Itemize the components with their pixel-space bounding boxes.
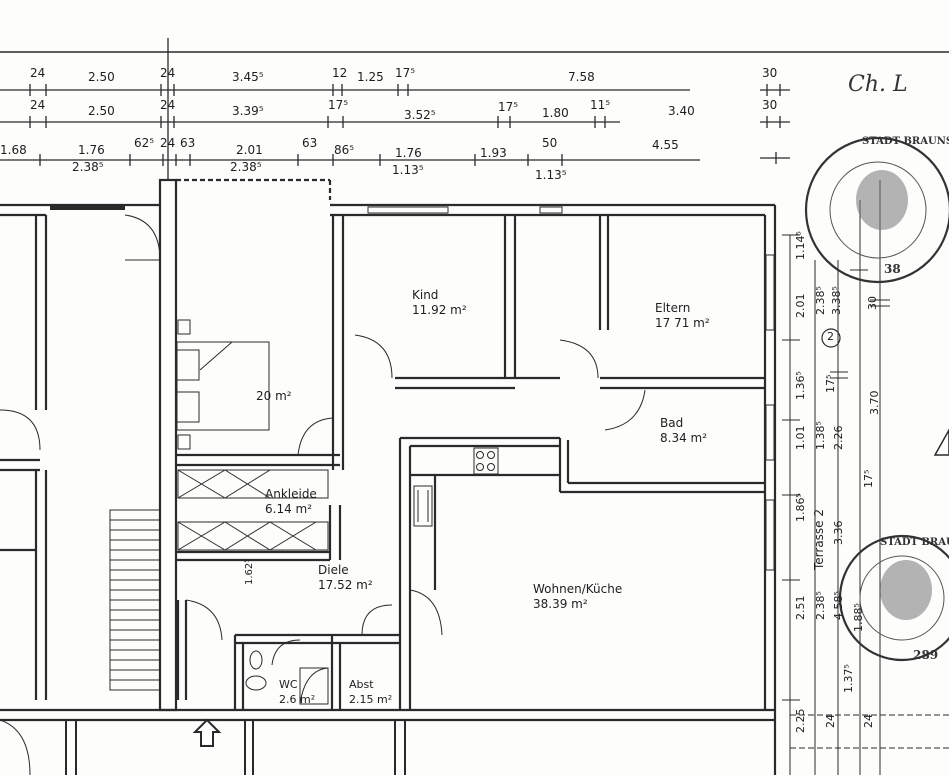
rdim-12: 3.36 (832, 520, 845, 546)
rdim-3: 3.38⁵ (830, 286, 843, 315)
terrasse-label: Terrasse 2 (812, 508, 826, 570)
dim-r3-6: 63 (302, 136, 318, 150)
room-bad-area: 8.34 m² (660, 431, 708, 445)
room-kind: Kind 11.92 m² (412, 288, 467, 318)
stamp-bottom-number: 289 (913, 648, 939, 662)
rdim-1: 2.01 (794, 293, 807, 319)
rdim-4: 30 (866, 296, 879, 310)
dim-r1-1: 2.50 (88, 70, 115, 84)
room-wohnen-area: 38.39 m² (533, 597, 588, 611)
room-eltern-area: 17 71 m² (655, 316, 710, 330)
dim-r3-8: 1.76 (395, 146, 422, 160)
room-bad-name: Bad (660, 416, 684, 430)
dim-r3-11: 4.55 (652, 138, 679, 152)
room-ankleide-area: 6.14 m² (265, 502, 313, 516)
dim-r2-10: 30 (762, 98, 778, 112)
dim-r3-sub-1: 2.38⁵ (230, 160, 262, 174)
room-diele-area: 17.52 m² (318, 578, 373, 592)
dim-r3-sub-0: 2.38⁵ (72, 160, 104, 174)
rdim-19: 2.25 (794, 708, 807, 734)
room-ankleide-name: Ankleide (265, 487, 317, 501)
stamp-top-text: STADT BRAUNSCHWEIG (862, 136, 949, 147)
dim-r2-0: 24 (30, 98, 46, 112)
dim-r2-8: 11⁵ (590, 98, 611, 112)
stamp-top (804, 136, 949, 284)
dim-r3-2: 62⁵ (134, 136, 155, 150)
room-wc: WC 2.6 m² (279, 677, 315, 707)
room-wc-name: WC (279, 678, 298, 691)
rdim-7: 3.70 (868, 390, 881, 416)
dim-r3-sub-2: 1.13⁵ (392, 163, 424, 177)
signature: Ch. L (848, 72, 908, 97)
stamp-top-number: 38 (884, 262, 901, 276)
room-ankleide: Ankleide 6.14 m² (265, 487, 317, 517)
diele-dim-label: 1.62⁵ (244, 558, 255, 585)
rdim-14: 2.51 (794, 595, 807, 621)
dim-r2-5: 3.52⁵ (404, 108, 436, 122)
rdim-10: 2.26 (832, 425, 845, 451)
room-diele: Diele 17.52 m² (318, 563, 373, 593)
room-wc-area: 2.6 m² (279, 693, 316, 706)
dim-r1-5: 1.25 (357, 70, 384, 84)
dim-r3-3: 24 (160, 136, 176, 150)
room-abst: Abst 2.15 m² (349, 677, 392, 707)
stamp-bottom (838, 534, 949, 662)
room-wohnen-name: Wohnen/Küche (533, 582, 623, 596)
room-kind-name: Kind (412, 288, 439, 302)
dim-r1-4: 12 (332, 66, 348, 80)
dim-r2-2: 24 (160, 98, 176, 112)
dim-r3-10: 50 (542, 136, 558, 150)
dim-r3-7: 86⁵ (334, 143, 355, 157)
room-eltern-name: Eltern (655, 301, 691, 315)
rdim-0: 1.14⁵ (794, 231, 807, 260)
rdim-6: 17⁵ (824, 374, 837, 393)
dim-r3-5: 2.01 (236, 143, 263, 157)
rdim-15: 2.38⁵ (814, 591, 827, 620)
dim-r3-9: 1.93 (480, 146, 507, 160)
rdim-8: 1.01 (794, 425, 807, 451)
stamp-bottom-text: STADT BRAUNSCHWEIG (880, 537, 949, 548)
dim-r3-4: 63 (180, 136, 196, 150)
rdim-16: 4.58⁵ (832, 591, 845, 620)
dim-r2-3: 3.39⁵ (232, 104, 264, 118)
room-bedroom: 20 m² (256, 389, 292, 404)
dim-r2-7: 1.80 (542, 106, 569, 120)
room-abst-name: Abst (349, 678, 374, 691)
rdim-17: 1.88⁵ (852, 603, 865, 632)
rdim-9: 1.38⁵ (814, 421, 827, 450)
dim-r1-7: 7.58 (568, 70, 595, 84)
dim-r1-2: 24 (160, 66, 176, 80)
dim-r2-1: 2.50 (88, 104, 115, 118)
rdim-11: 1.86⁵ (794, 493, 807, 522)
dim-r1-3: 3.45⁵ (232, 70, 264, 84)
dim-r2-4: 17⁵ (328, 98, 349, 112)
dim-r1-0: 24 (30, 66, 46, 80)
room-wohnen: Wohnen/Küche 38.39 m² (533, 582, 622, 612)
room-kind-area: 11.92 m² (412, 303, 467, 317)
rdim-18: 1.37⁵ (842, 664, 855, 693)
rdim-20: 24 (824, 714, 837, 728)
room-bedroom-area: 20 m² (256, 389, 292, 403)
dim-r2-6: 17⁵ (498, 100, 519, 114)
dim-r3-1: 1.76 (78, 143, 105, 157)
rdim-13: 17⁵ (862, 469, 875, 488)
rdim-21: 24 (862, 714, 875, 728)
rdim-5: 1.36⁵ (794, 371, 807, 400)
dim-r3-0: 1.68 (0, 143, 27, 157)
marker-circle-label: 2 (827, 330, 834, 343)
room-eltern: Eltern 17 71 m² (655, 301, 710, 331)
rdim-2: 2.38⁵ (814, 286, 827, 315)
dim-r2-9: 3.40 (668, 104, 695, 118)
dim-r1-6: 17⁵ (395, 66, 416, 80)
dim-r3-sub-3: 1.13⁵ (535, 168, 567, 182)
dim-r1-8: 30 (762, 66, 778, 80)
room-diele-name: Diele (318, 563, 349, 577)
room-abst-area: 2.15 m² (349, 693, 393, 706)
room-bad: Bad 8.34 m² (660, 416, 707, 446)
